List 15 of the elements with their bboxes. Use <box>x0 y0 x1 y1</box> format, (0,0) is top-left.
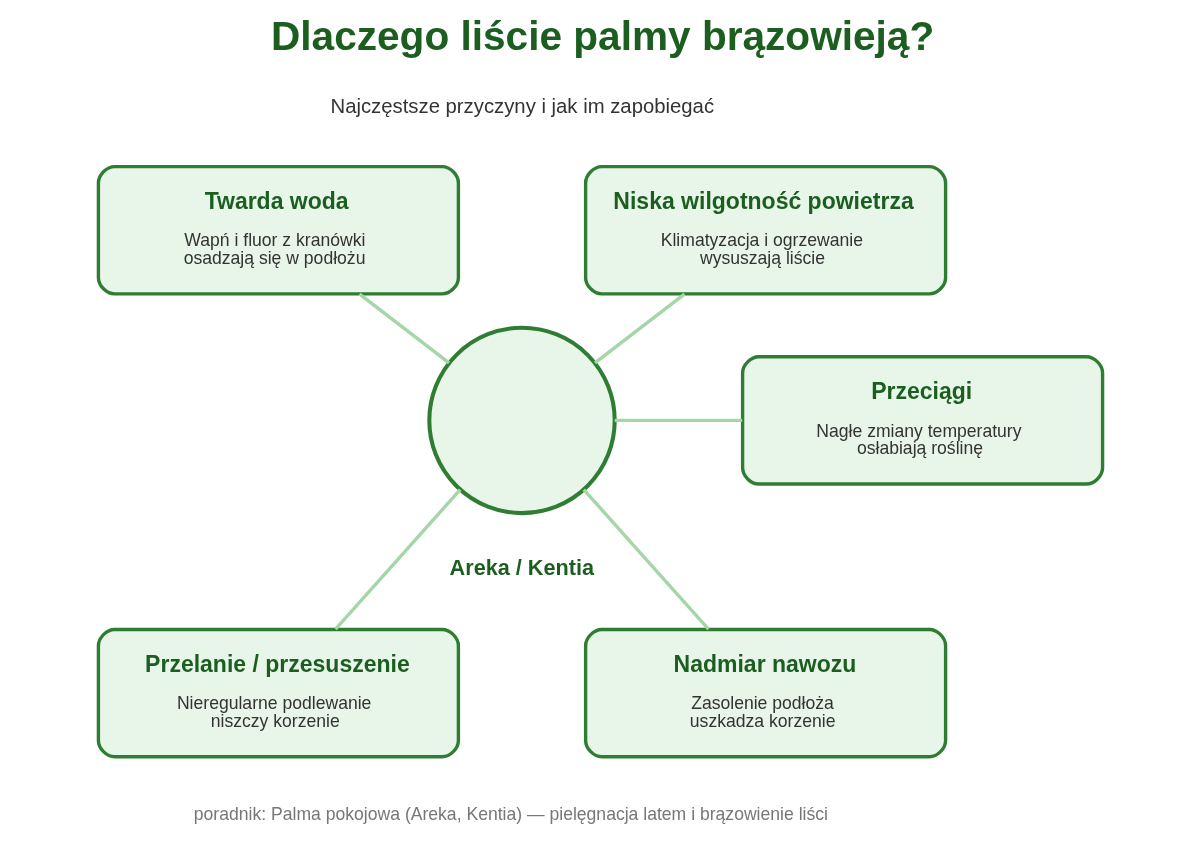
connector <box>593 292 685 365</box>
caption: poradnik: Palma pokojowa (Areka, Kentia) — pielęgnacja latem i brązowienie liści <box>193 803 828 824</box>
diagram-title: Dlaczego liście palmy brązowieją? <box>270 13 934 60</box>
connector <box>333 488 461 631</box>
node-box: Przelanie / przesuszenie Nieregularne podlewanie niszczy korzenie <box>96 627 460 759</box>
node-label: Areka / Kentia <box>449 555 594 581</box>
node-box: Niska wilgotność powietrza Klimatyzacja i ogrzewanie wysuszają liście <box>583 164 947 296</box>
connector <box>358 292 450 365</box>
node-box: Nadmiar nawozu Zasolenie podłoża uszkadza korzenie <box>583 627 947 759</box>
connector <box>614 418 742 423</box>
label: Najczęstsze przyczyny i jak im zapobiegać <box>330 95 714 118</box>
node-box: Twarda woda Wapń i fluor z kranówki osadzają się w podłożu <box>96 164 460 296</box>
node-circle <box>426 325 617 516</box>
connector <box>582 488 710 631</box>
node-box: Przeciągi Nagłe zmiany temperatury osłabiają roślinę <box>740 355 1104 486</box>
